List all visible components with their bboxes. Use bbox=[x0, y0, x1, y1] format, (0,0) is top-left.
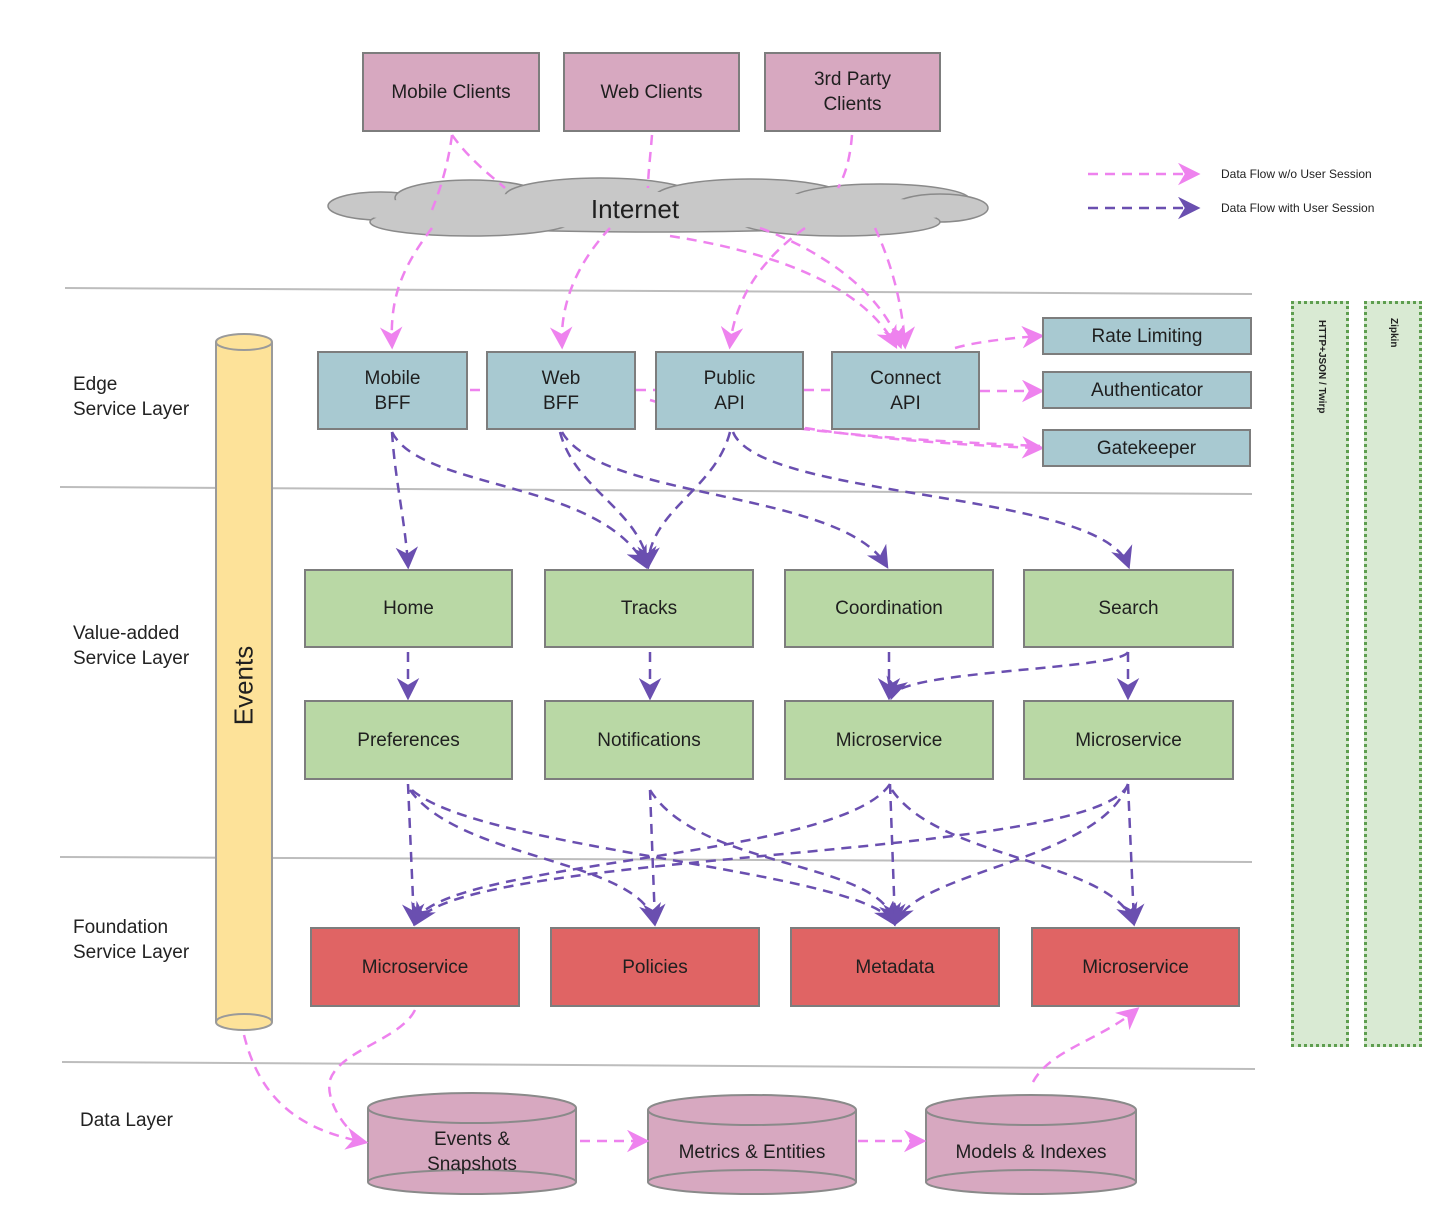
arrow bbox=[401, 783, 425, 927]
web-bff-box: Web BFF bbox=[486, 351, 636, 430]
foundation-microservice-box: Microservice bbox=[310, 927, 520, 1007]
arrow bbox=[886, 651, 1130, 701]
arrow bbox=[1121, 783, 1145, 927]
cylinder-events-snapshots bbox=[367, 1092, 577, 1195]
connect-api-box: Connect API bbox=[831, 351, 980, 430]
flows-with-session bbox=[390, 431, 1145, 927]
arrow bbox=[560, 431, 889, 569]
arrow bbox=[669, 234, 898, 349]
gatekeeper-box: Gatekeeper bbox=[1042, 429, 1251, 467]
third-party-clients-box: 3rd Party Clients bbox=[764, 52, 941, 132]
arrow bbox=[411, 789, 896, 926]
arrow bbox=[411, 783, 892, 927]
arrow bbox=[720, 226, 806, 350]
arrow bbox=[379, 227, 433, 350]
metadata-box: Metadata bbox=[790, 927, 1000, 1007]
arrow bbox=[1031, 1007, 1140, 1083]
foundation-layer-label: Foundation Service Layer bbox=[73, 917, 190, 963]
data-cylinders bbox=[367, 1092, 1137, 1195]
edge-layer-label: Edge Service Layer bbox=[73, 374, 190, 420]
preferences-box: Preferences bbox=[304, 700, 513, 780]
http-json-twirp-strip bbox=[1291, 301, 1349, 1047]
arrow bbox=[893, 783, 1130, 927]
mobile-clients-box: Mobile Clients bbox=[362, 52, 540, 132]
legend-no-session-label: Data Flow w/o User Session bbox=[1221, 167, 1372, 181]
value-microservice-box: Microservice bbox=[1023, 700, 1234, 780]
value-layer-label: Value-added Service Layer bbox=[73, 623, 190, 669]
rate-limiting-box: Rate Limiting bbox=[1042, 317, 1252, 355]
arrow bbox=[883, 783, 906, 927]
search-box: Search bbox=[1023, 569, 1234, 648]
web-clients-box: Web Clients bbox=[563, 52, 740, 132]
policies-box: Policies bbox=[550, 927, 760, 1007]
coordination-box: Coordination bbox=[784, 569, 994, 648]
arrow bbox=[637, 431, 732, 570]
notifications-box: Notifications bbox=[544, 700, 754, 780]
events-snapshots-label: Events & Snapshots bbox=[427, 1129, 517, 1175]
value-microservice-box: Microservice bbox=[784, 700, 994, 780]
arrow bbox=[759, 226, 905, 350]
zipkin-strip bbox=[1364, 301, 1422, 1047]
separator-line bbox=[61, 1061, 1256, 1070]
arrow bbox=[242, 1034, 369, 1150]
arrow bbox=[549, 227, 611, 350]
internet-label: Internet bbox=[590, 194, 680, 224]
models-indexes-label: Models & Indexes bbox=[955, 1141, 1107, 1163]
arrow bbox=[643, 789, 666, 927]
home-box: Home bbox=[304, 569, 513, 648]
flows-no-session bbox=[242, 134, 1140, 1153]
arrow bbox=[873, 227, 916, 350]
tracks-box: Tracks bbox=[544, 569, 754, 648]
arrow bbox=[890, 789, 1138, 927]
events-label: Events bbox=[228, 645, 259, 726]
arrow bbox=[731, 431, 1133, 570]
separator-line bbox=[64, 287, 1253, 295]
arrow bbox=[804, 426, 1045, 459]
arrow bbox=[390, 431, 648, 569]
cylinder-metrics-entities bbox=[647, 1094, 857, 1195]
arrow bbox=[954, 325, 1045, 350]
legend-arrows bbox=[1088, 162, 1201, 220]
authenticator-box: Authenticator bbox=[1042, 371, 1252, 409]
arrow bbox=[408, 789, 661, 927]
http-json-twirp-label: HTTP+JSON / Twirp bbox=[1316, 320, 1327, 414]
cylinder-models-indexes bbox=[925, 1094, 1137, 1195]
zipkin-label: Zipkin bbox=[1388, 318, 1399, 348]
data-layer-label: Data Layer bbox=[80, 1110, 173, 1131]
arrow bbox=[648, 789, 901, 927]
legend-with-session-label: Data Flow with User Session bbox=[1221, 201, 1375, 215]
events-cylinder bbox=[215, 333, 273, 1031]
metrics-entities-label: Metrics & Entities bbox=[678, 1141, 826, 1163]
public-api-box: Public API bbox=[655, 351, 804, 430]
arrow bbox=[390, 431, 419, 570]
arrow bbox=[558, 431, 657, 570]
mobile-bff-box: Mobile BFF bbox=[317, 351, 468, 430]
arrow bbox=[414, 783, 1130, 926]
foundation-microservice-box: Microservice bbox=[1031, 927, 1240, 1007]
